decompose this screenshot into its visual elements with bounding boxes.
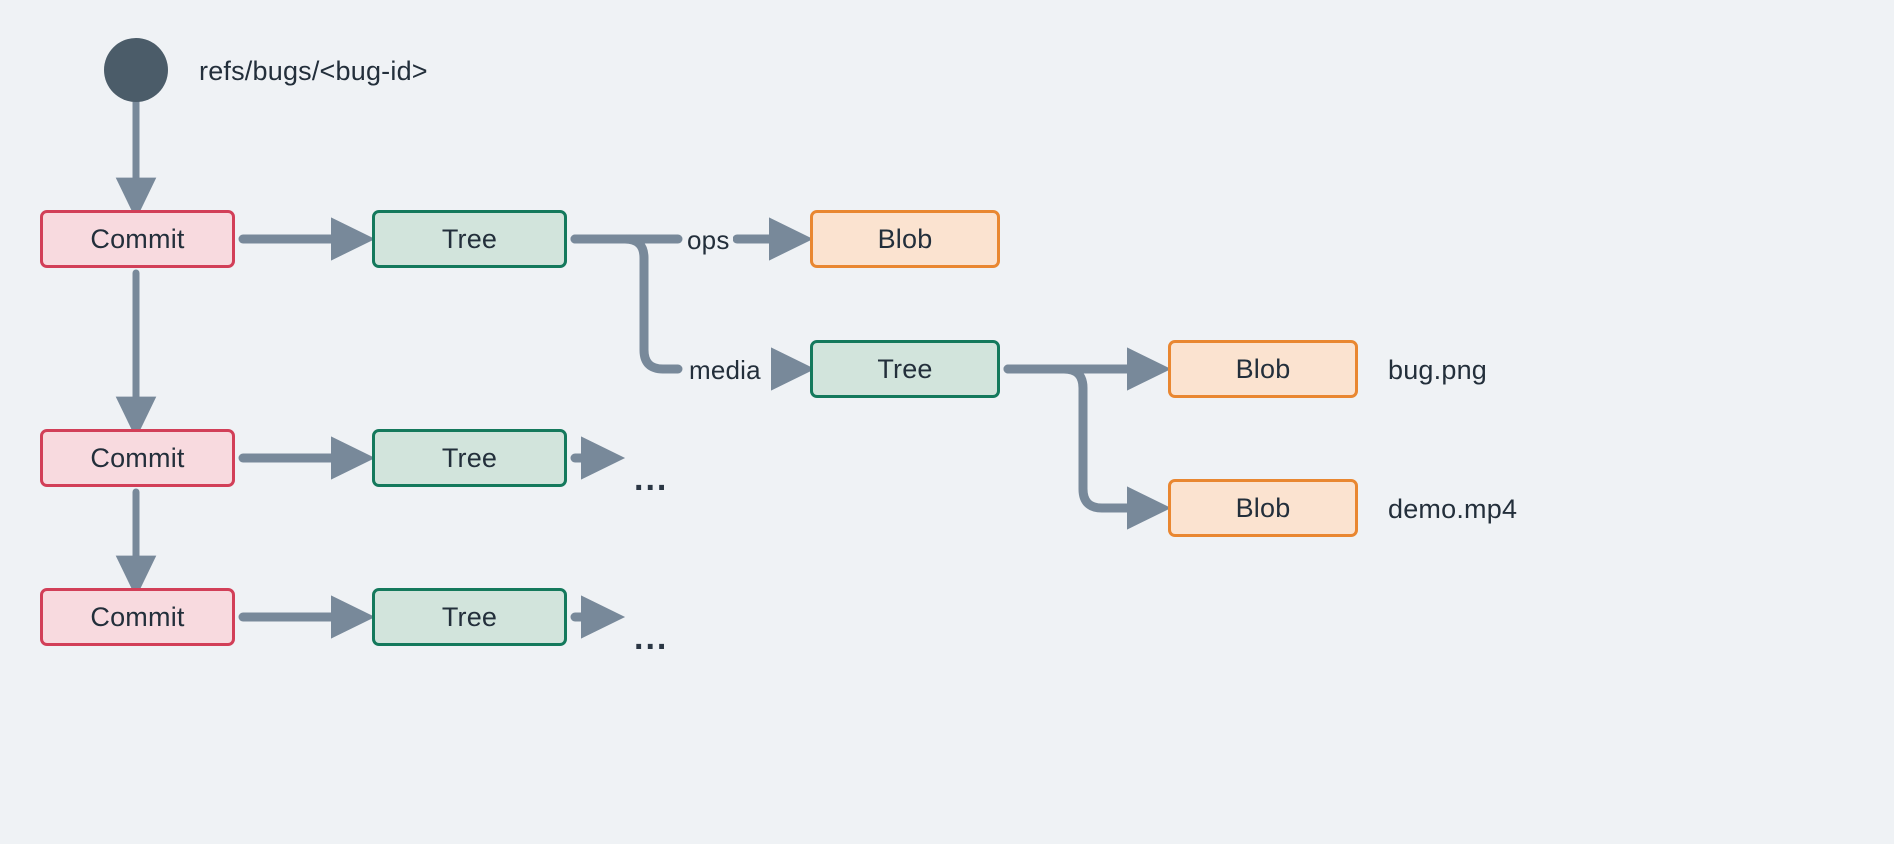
node-label: Tree [877,353,933,384]
node-label: Commit [90,442,185,473]
node-blob-demo-mp4[interactable]: Blob [1168,479,1358,537]
node-tree-1[interactable]: Tree [372,210,567,268]
node-label: Blob [877,223,933,254]
label-bug-png: bug.png [1388,355,1487,385]
edge-label-ops: ops [684,225,733,256]
node-blob-ops[interactable]: Blob [810,210,1000,268]
node-label: Tree [441,442,498,473]
node-blob-bug-png[interactable]: Blob [1168,340,1358,398]
ellipsis-after-tree-2: ... [634,460,669,498]
node-label: Commit [90,601,185,632]
node-tree-media[interactable]: Tree [810,340,1000,398]
ref-root-dot[interactable] [104,38,168,102]
edge-tree1-to-media [570,234,683,374]
node-tree-2[interactable]: Tree [372,429,567,487]
edge-label-media: media [686,355,764,386]
node-tree-3[interactable]: Tree [372,588,567,646]
node-commit-2[interactable]: Commit [40,429,235,487]
ref-root-label: refs/bugs/<bug-id> [199,56,428,86]
node-label: Commit [90,223,185,254]
node-label: Tree [441,223,498,254]
edge-treemedia-to-blobmp4 [1003,364,1172,530]
label-demo-mp4: demo.mp4 [1388,494,1518,524]
node-label: Blob [1235,353,1291,384]
node-commit-1[interactable]: Commit [40,210,235,268]
node-commit-3[interactable]: Commit [40,588,235,646]
node-label: Blob [1235,492,1291,523]
ellipsis-after-tree-3: ... [634,619,669,657]
node-label: Tree [441,601,498,632]
